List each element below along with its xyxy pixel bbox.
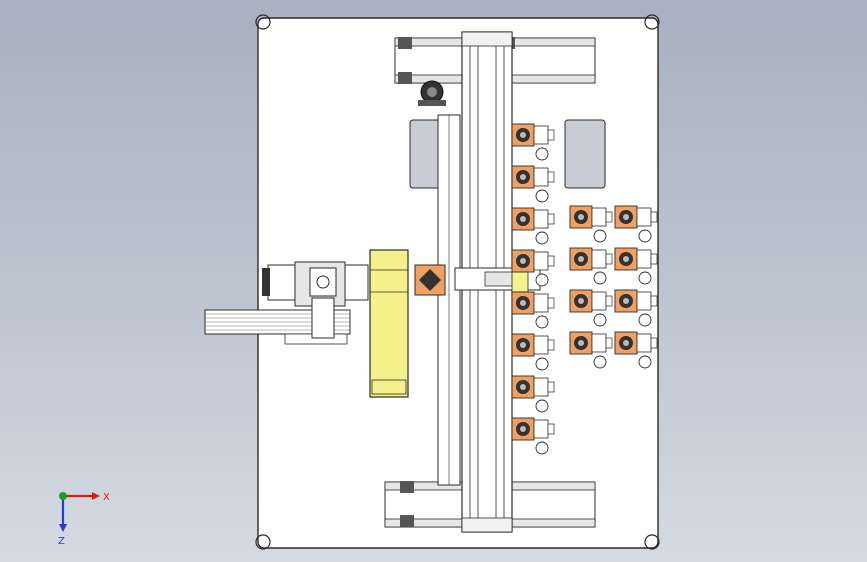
servo-motor-top — [418, 80, 446, 106]
left-station-3 — [511, 207, 555, 245]
left-station-column — [511, 123, 555, 455]
gantry-carriage — [454, 265, 541, 293]
right-station-2-2 — [614, 247, 658, 285]
right-station-4-1 — [569, 331, 613, 369]
left-station-2 — [511, 165, 555, 203]
corner-foot-top-right — [644, 14, 660, 30]
right-station-1-2 — [614, 205, 658, 243]
left-station-6 — [511, 333, 555, 371]
left-station-4 — [511, 249, 555, 287]
side-feeder-assembly — [204, 261, 369, 345]
left-station-8 — [511, 417, 555, 455]
right-station-4-2 — [614, 331, 658, 369]
corner-foot-bottom-right — [644, 534, 660, 550]
corner-foot-top-left — [255, 14, 271, 30]
x-axis-arrow — [92, 492, 100, 500]
axis-triad: X Z — [58, 492, 110, 547]
corner-foot-bottom-left — [255, 534, 271, 550]
left-station-5 — [511, 291, 555, 329]
y-axis-dot — [59, 492, 67, 500]
right-station-2-1 — [569, 247, 613, 285]
right-station-1-1 — [569, 205, 613, 243]
right-station-3-1 — [569, 289, 613, 327]
left-station-7 — [511, 375, 555, 413]
right-station-3-2 — [614, 289, 658, 327]
plate-windows — [409, 119, 606, 189]
yellow-magazine — [369, 249, 446, 398]
left-station-1 — [511, 123, 555, 161]
z-axis-arrow — [59, 524, 67, 532]
right-station-grid — [569, 205, 658, 369]
z-axis-label: Z — [58, 536, 65, 547]
x-axis-label: X — [103, 492, 110, 503]
